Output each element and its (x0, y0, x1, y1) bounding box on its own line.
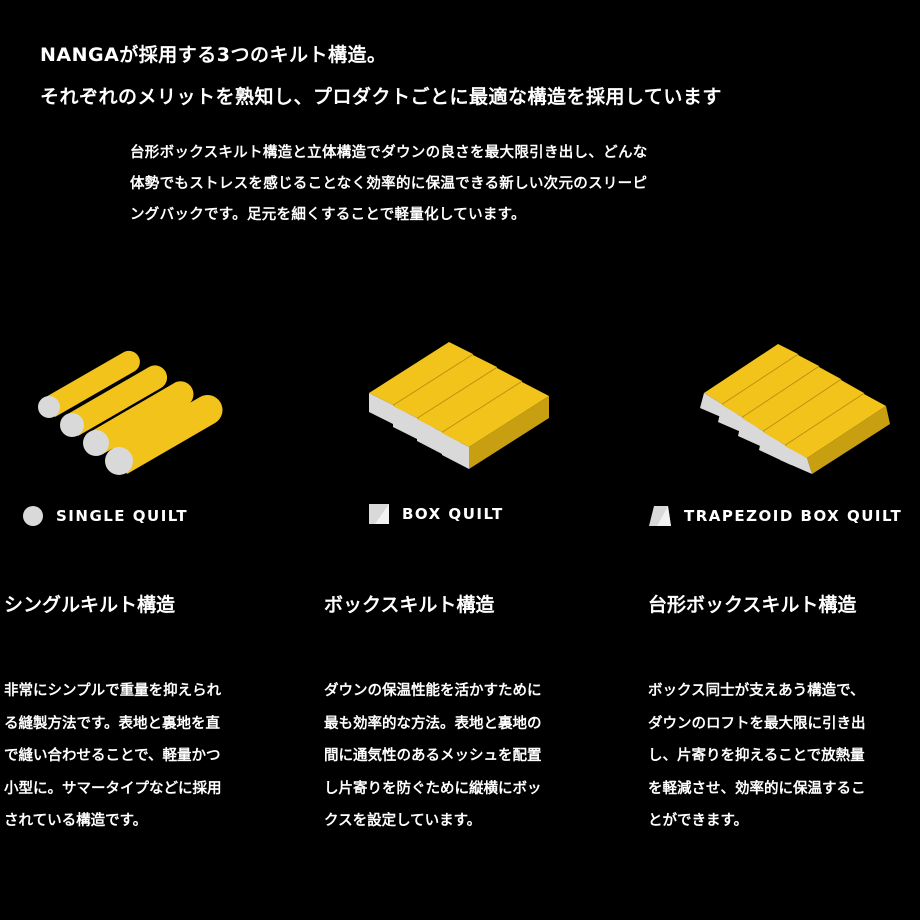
single-quilt-tube (38, 350, 140, 418)
intro-paragraph: 台形ボックスキルト構造と立体構造でダウンの良さを最大限引き出し、どんな 体勢でも… (130, 138, 820, 231)
description-line: で縫い合わせることで、軽量かつ (4, 748, 221, 764)
trapezoid-box-quilt-illustration (700, 344, 890, 474)
description-line: とができます。 (648, 813, 749, 829)
trapezoid-icon (649, 506, 671, 526)
description-line: ダウンのロフトを最大限に引き出 (648, 715, 866, 732)
intro-line-3: ングバックです。足元を細くすることで軽量化しています。 (130, 207, 526, 223)
heading-line-2: それぞれのメリットを熟知し、プロダクトごとに最適な構造を採用しています (40, 86, 722, 108)
box-quilt-title: ボックスキルト構造 (324, 594, 495, 616)
single-quilt-tube (83, 381, 194, 456)
trapezoid-quilt-box (780, 394, 890, 474)
legend-label: BOX QUILT (402, 505, 504, 523)
trapezoid-box-quilt-description: ボックス同士が支えあう構造で、 ダウンのロフトを最大限に引き出 し、片寄りを抑え… (648, 675, 920, 838)
description-line: 非常にシンプルで重量を抑えられ (4, 683, 222, 699)
legend-box-quilt: BOX QUILT (368, 503, 504, 525)
description-line: クスを設定しています。 (324, 813, 482, 829)
description-line: し片寄りを防ぐために縦横にボッ (324, 780, 542, 797)
box-quilt-description: ダウンの保温性能を活かすために 最も効率的な方法。表地と裏地の 間に通気性のある… (324, 675, 620, 838)
description-line: 間に通気性のあるメッシュを配置 (324, 748, 542, 764)
legend-single-quilt: SINGLE QUILT (22, 505, 188, 527)
trapezoid-box-quilt-title: 台形ボックスキルト構造 (648, 594, 857, 616)
description-line: ダウンの保温性能を活かすために (324, 683, 542, 699)
description-line: を軽減させ、効率的に保温するこ (648, 780, 866, 797)
single-quilt-description: 非常にシンプルで重量を抑えられ る縫製方法です。表地と裏地を直 で縫い合わせるこ… (4, 675, 294, 838)
legend-label: TRAPEZOID BOX QUILT (684, 507, 903, 525)
description-line: る縫製方法です。表地と裏地を直 (4, 715, 221, 732)
intro-line-1: 台形ボックスキルト構造と立体構造でダウンの良さを最大限引き出し、どんな (130, 145, 648, 161)
box-quilt-box (442, 382, 549, 469)
single-quilt-tube (60, 365, 168, 437)
box-quilt-illustration (369, 342, 549, 469)
heading-line-1: NANGAが採用する3つのキルト構造。 (40, 44, 387, 66)
single-quilt-title: シングルキルト構造 (4, 594, 176, 616)
page-heading: NANGAが採用する3つのキルト構造。 それぞれのメリットを熟知し、プロダクトご… (40, 34, 910, 118)
single-quilt-illustration (38, 350, 223, 475)
description-line: 小型に。サマータイプなどに採用 (4, 780, 222, 797)
legend-trapezoid-box-quilt: TRAPEZOID BOX QUILT (648, 505, 902, 527)
legend-label: SINGLE QUILT (56, 507, 189, 525)
description-line: されている構造です。 (4, 813, 148, 829)
intro-line-2: 体勢でもストレスを感じることなく効率的に保温できる新しい次元のスリーピ (130, 176, 648, 192)
circle-icon (23, 506, 43, 526)
description-line: ボックス同士が支えあう構造で、 (648, 683, 865, 699)
description-line: し、片寄りを抑えることで放熱量 (648, 748, 865, 764)
description-line: 最も効率的な方法。表地と裏地の (324, 715, 542, 732)
square-icon (369, 504, 389, 524)
single-quilt-tube (105, 394, 223, 475)
